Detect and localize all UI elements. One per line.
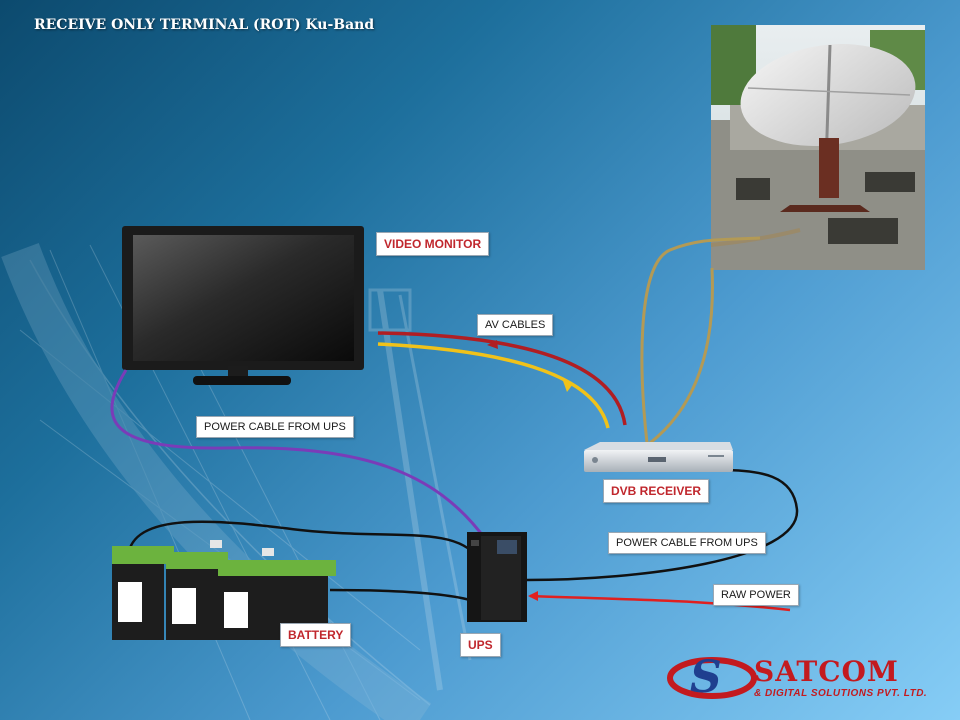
- ups-label: UPS: [460, 633, 501, 657]
- ups-unit: [467, 532, 527, 622]
- satellite-dish-photo: [710, 25, 925, 270]
- dvb-receiver-label: DVB RECEIVER: [603, 479, 710, 503]
- rf-cable: [640, 236, 761, 444]
- av-cable-yellow: [377, 342, 610, 429]
- company-logo-name: SATCOM: [754, 655, 899, 688]
- battery-cable-bottom: [329, 588, 471, 602]
- av-cable-red: [377, 331, 627, 426]
- battery-cable-top: [126, 520, 480, 559]
- battery-label: BATTERY: [280, 623, 352, 647]
- background-dish-watermark: [1, 243, 472, 720]
- raw-power-label: RAW POWER: [713, 584, 799, 606]
- raw-power-cable: [529, 594, 791, 612]
- svg-text:S: S: [690, 652, 722, 703]
- diagram-title: RECEIVE ONLY TERMINAL (ROT) Ku-Band: [34, 17, 375, 33]
- video-monitor: [122, 226, 364, 385]
- power-cable-monitor-label: POWER CABLE FROM UPS: [196, 416, 354, 438]
- power-cable-black-receiver: [525, 468, 799, 582]
- power-cable-purple: [110, 369, 488, 541]
- av-cables-label: AV CABLES: [477, 314, 554, 336]
- battery-bank: [112, 540, 336, 640]
- company-logo-tagline: & DIGITAL SOLUTIONS PVT. LTD.: [754, 688, 928, 699]
- rf-cable-to-receiver: [649, 267, 714, 445]
- dvb-receiver: [584, 442, 733, 472]
- power-cable-receiver-label: POWER CABLE FROM UPS: [608, 532, 766, 554]
- av-yellow-arrowhead: [563, 381, 573, 392]
- raw-power-arrowhead: [528, 591, 538, 601]
- video-monitor-label: VIDEO MONITOR: [376, 232, 490, 256]
- av-red-arrowhead: [487, 340, 498, 349]
- satcom-logo-mark: S: [667, 652, 757, 703]
